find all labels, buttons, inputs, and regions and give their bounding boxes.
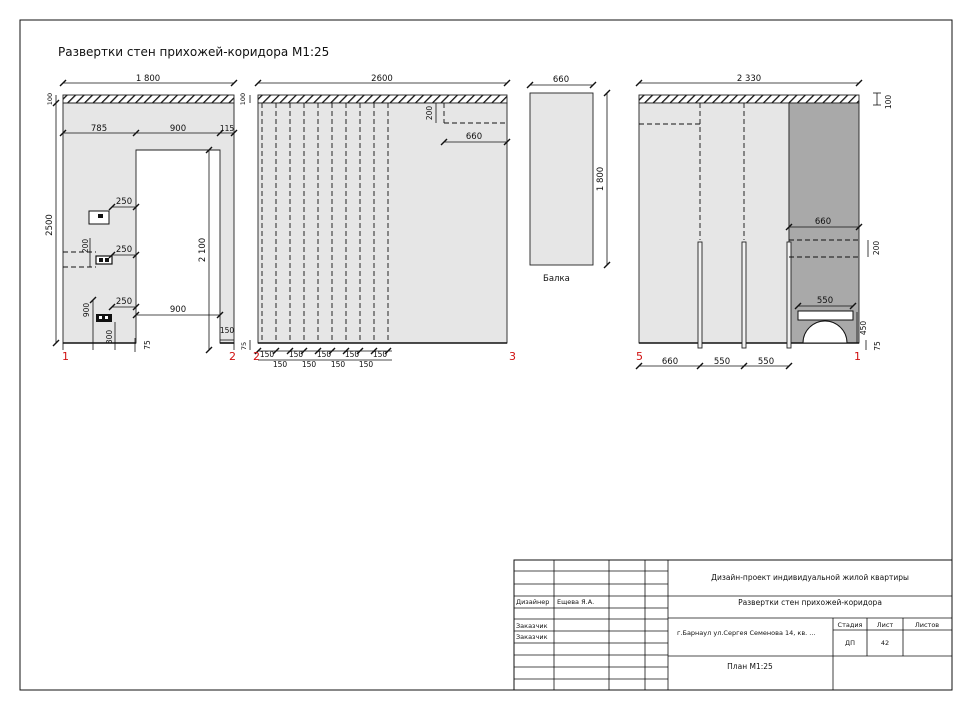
sheet-frame	[19, 19, 953, 691]
dim-150-wall1: 150	[220, 326, 235, 335]
role-designer: Дизайнер	[516, 598, 549, 606]
sheet-label: Лист	[877, 621, 894, 629]
dim-spacing-bottom-1: 150	[273, 360, 288, 369]
dim-wall2-ceiling: 100	[239, 93, 247, 105]
dim-bottom-660: 660	[662, 357, 678, 367]
wall-elevation-2: 2600 100 200 660 150	[239, 74, 516, 369]
dim-wall3-ceiling: 100	[884, 95, 893, 110]
stage-value: ДП	[845, 639, 855, 647]
sheet-value: 42	[881, 639, 889, 647]
corner-label-5: 5	[636, 350, 643, 363]
dim-900-vertical: 900	[82, 303, 91, 318]
dim-wall3-550: 550	[817, 296, 833, 306]
designer-name: Ещева Я.А.	[557, 598, 594, 606]
stage-label: Стадия	[838, 621, 863, 629]
dim-spacing-bottom-3: 150	[331, 360, 346, 369]
ceiling-hatch-2	[257, 94, 508, 104]
dim-beam-drop: 200	[425, 106, 434, 121]
ceiling-hatch-3	[638, 94, 860, 104]
dim-wall1-seg2: 900	[170, 124, 186, 134]
beam-shape	[529, 92, 594, 266]
wall-elevation-3: 2 330 100 660 200 550 450 75 6	[635, 74, 893, 370]
corner-label-1b: 1	[854, 350, 861, 363]
dim-spacing-bottom-4: 150	[359, 360, 374, 369]
dim-wall3-450: 450	[859, 321, 868, 336]
panel-edge-1	[697, 241, 703, 349]
dim-75-wall1: 75	[143, 340, 152, 350]
panel-edge-2	[741, 241, 747, 349]
title-drawing: Развертки стен прихожей-коридора	[738, 598, 882, 607]
role-customer-1: Заказчик	[516, 622, 548, 630]
dim-spacing-top-3: 150	[317, 350, 332, 359]
dim-wall3-660: 660	[815, 217, 831, 227]
dim-wall1-height: 2500	[45, 214, 55, 236]
beam-elevation: 660 1 800 Балка	[526, 75, 611, 284]
title-plan: План М1:25	[727, 662, 773, 671]
dim-spacing-top-2: 150	[289, 350, 304, 359]
dim-wall3-75: 75	[873, 341, 882, 351]
corner-label-1a: 1	[62, 350, 69, 363]
dim-wall2-width: 2600	[371, 74, 393, 84]
sheets-label: Листов	[915, 621, 939, 629]
panel-edge-3	[786, 241, 792, 349]
dim-bottom-550-b: 550	[758, 357, 774, 367]
dim-beam-depth: 660	[466, 132, 482, 142]
dim-wall1-seg3: 115	[220, 124, 235, 133]
dim-beam-width: 660	[553, 75, 569, 85]
dim-75-wall2: 75	[240, 342, 248, 350]
title-project: Дизайн-проект индивидуальной жилой кварт…	[711, 573, 909, 582]
dim-panel-250: 250	[116, 197, 132, 207]
floor-socket-block	[96, 314, 112, 322]
wall-elevation-1: 1 800 100 2500 785 900 115 2 100	[45, 74, 238, 363]
dim-300: 300	[105, 330, 114, 345]
role-customer-2: Заказчик	[516, 633, 548, 641]
dim-spacing-top-4: 150	[345, 350, 360, 359]
corner-label-2b: 2	[253, 350, 260, 363]
beam-label: Балка	[543, 274, 570, 284]
dim-200-side: 200	[81, 239, 90, 254]
dim-socket-250: 250	[116, 245, 132, 255]
dim-wall1-width: 1 800	[136, 74, 160, 84]
dim-spacing-top-1: 150	[260, 350, 275, 359]
corner-label-3: 3	[509, 350, 516, 363]
corner-label-2a: 2	[229, 350, 236, 363]
dim-wall1-ceiling: 100	[46, 93, 54, 105]
wall-3-surface	[638, 102, 790, 344]
title-block: Дизайн-проект индивидуальной жилой кварт…	[513, 559, 953, 691]
dim-spacing-top-5: 150	[373, 350, 388, 359]
ceiling-hatch-1	[62, 94, 235, 104]
dim-wall1-seg1: 785	[91, 124, 107, 134]
dim-door-width: 900	[170, 305, 186, 315]
arch-opening	[802, 320, 848, 344]
dim-wall3-width: 2 330	[737, 74, 761, 84]
title-address: г.Барнаул ул.Сергея Семенова 14, кв. ...	[677, 629, 816, 637]
sheet-title: Развертки стен прихожей-коридора М1:25	[58, 45, 329, 59]
dim-spacing-bottom-2: 150	[302, 360, 317, 369]
dim-beam-height: 1 800	[596, 167, 606, 191]
radiator-top	[797, 310, 854, 321]
dim-door-height: 2 100	[198, 238, 208, 262]
wall-2-surface	[257, 102, 508, 344]
dim-floor-socket-250: 250	[116, 297, 132, 307]
dim-wall3-200: 200	[872, 241, 881, 256]
dim-bottom-550-a: 550	[714, 357, 730, 367]
double-socket	[95, 255, 113, 265]
